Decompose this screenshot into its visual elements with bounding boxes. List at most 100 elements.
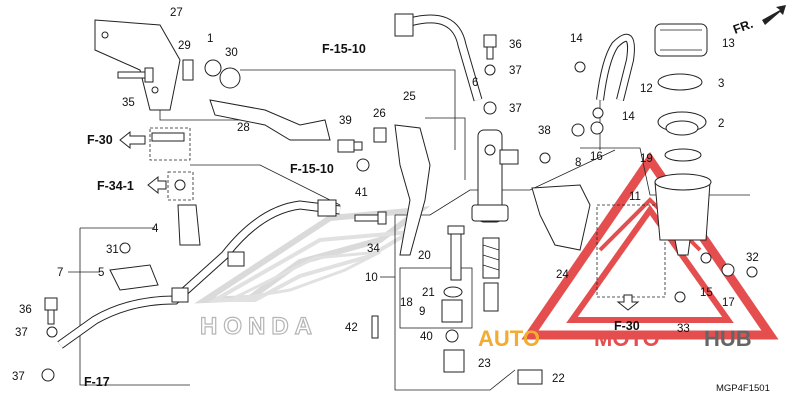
ring-19 — [664, 148, 702, 162]
washer-38 — [539, 152, 551, 164]
automotohub-logo: AUTO MOTO HUB — [478, 152, 779, 351]
bolt-34 — [354, 211, 387, 225]
circlip-40 — [445, 329, 459, 343]
honda-watermark-text: HONDA — [200, 313, 318, 340]
callout-23: 23 — [478, 358, 491, 370]
bracket-27 — [94, 19, 181, 111]
callout-32: 32 — [746, 252, 759, 264]
clamp-5 — [109, 264, 159, 291]
callout-13: 13 — [722, 38, 735, 50]
callout-29: 29 — [178, 40, 191, 52]
rubber-30 — [219, 67, 241, 89]
callout-39: 39 — [339, 115, 352, 127]
ref-f15-10-top: F-15-10 — [322, 42, 366, 56]
callout-1: 1 — [207, 33, 213, 45]
callout-38: 38 — [538, 125, 551, 137]
bolt-39 — [337, 139, 363, 153]
callout-7: 7 — [57, 267, 63, 279]
bolt-17 — [721, 263, 735, 277]
nut-26 — [373, 127, 387, 143]
callout-42: 42 — [345, 322, 358, 334]
push-rod-20 — [447, 225, 465, 281]
callout-labels: 1 2 3 4 5 6 7 8 9 10 11 12 13 14 14 15 1… — [15, 7, 759, 385]
bolt-36-bottom — [44, 297, 58, 325]
ref-f17: F-17 — [84, 375, 110, 389]
master-cylinder-10 — [471, 129, 519, 223]
rod-end-23 — [443, 349, 465, 373]
callout-41: 41 — [355, 187, 368, 199]
bolt-8 — [571, 123, 585, 137]
callout-16: 16 — [590, 151, 603, 163]
watermark-auto: AUTO — [478, 326, 540, 351]
bolt-ref-box — [149, 127, 191, 161]
callout-36-top: 36 — [509, 39, 522, 51]
screw-31 — [119, 242, 131, 254]
bolt-32 — [746, 266, 758, 278]
clamp-4 — [177, 204, 201, 246]
clip-14-top — [574, 61, 586, 73]
callout-8: 8 — [575, 157, 581, 169]
callout-9: 9 — [419, 306, 425, 318]
piston-9 — [441, 299, 463, 323]
callout-30: 30 — [225, 47, 238, 59]
washer-37-mid — [483, 101, 497, 115]
callout-10: 10 — [365, 272, 378, 284]
arrow-f34-1 — [147, 175, 167, 195]
piston — [483, 282, 499, 312]
pin-42 — [371, 315, 379, 339]
callout-6: 6 — [472, 77, 478, 89]
callout-18: 18 — [400, 297, 413, 309]
ref-f15-10-mid: F-15-10 — [290, 162, 334, 176]
washer-37-left — [46, 326, 58, 338]
arrow-f30-bottom — [616, 294, 640, 311]
brake-hose-lower — [57, 199, 341, 349]
bushing-1 — [204, 59, 222, 77]
callout-22: 22 — [552, 373, 565, 385]
piston-kit-box — [399, 267, 473, 329]
callout-33: 33 — [677, 323, 690, 335]
bolt-33 — [674, 291, 686, 303]
callout-14-bottom: 14 — [622, 111, 635, 123]
callout-2: 2 — [718, 118, 724, 130]
callout-26: 26 — [373, 108, 386, 120]
callout-28: 28 — [237, 122, 250, 134]
callout-31: 31 — [106, 244, 119, 256]
watermark-hub: HUB — [704, 326, 752, 351]
callout-19: 19 — [640, 153, 653, 165]
callout-37-bottom: 37 — [12, 371, 25, 383]
arrow-f30-left — [119, 130, 146, 150]
callout-14-top: 14 — [570, 33, 583, 45]
callout-35: 35 — [122, 97, 135, 109]
clip-f34 — [174, 179, 186, 191]
spring — [482, 237, 500, 279]
plate-3 — [657, 73, 703, 91]
callout-3: 3 — [718, 78, 724, 90]
brake-hose-upper — [394, 13, 483, 102]
front-arrow-icon — [762, 5, 786, 25]
bracket-25 — [394, 124, 431, 256]
callout-25: 25 — [403, 91, 416, 103]
reservoir-cap-13 — [654, 23, 708, 57]
boot-21 — [443, 286, 463, 298]
bolt-36-top — [483, 34, 497, 60]
ref-f30-bottom: F-30 — [614, 319, 640, 333]
washer-37-bottom — [41, 368, 55, 382]
watermark-moto: MOTO — [594, 326, 660, 351]
joint-16 — [590, 121, 604, 135]
diagram-code: MGP4F1501 — [716, 383, 770, 394]
bolt-f30 — [151, 132, 185, 142]
callout-5: 5 — [98, 267, 104, 279]
callout-12: 12 — [640, 83, 653, 95]
callout-15: 15 — [700, 287, 713, 299]
callout-37-top: 37 — [509, 65, 522, 77]
collar-29 — [182, 59, 194, 81]
ref-front: FR. — [731, 17, 755, 37]
callout-40: 40 — [420, 331, 433, 343]
washer-37-top — [484, 64, 496, 76]
bracket-28 — [209, 99, 331, 141]
collar-15 — [700, 252, 712, 264]
callout-27: 27 — [170, 7, 183, 19]
callout-11: 11 — [629, 191, 641, 203]
